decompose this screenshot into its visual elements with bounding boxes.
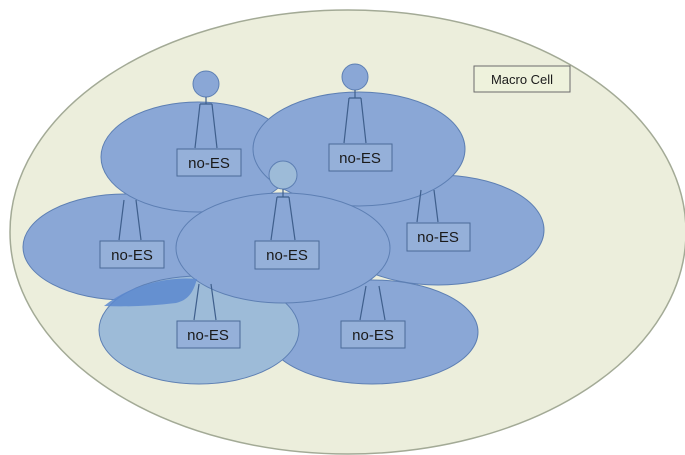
small-cell-label: no-ES (176, 148, 242, 177)
small-cell-label: no-ES (340, 320, 406, 349)
svg-text:no-ES: no-ES (188, 155, 230, 172)
antenna-head-icon (192, 70, 220, 98)
small-cell-label: no-ES (99, 240, 165, 269)
macro-cell-label: Macro Cell (473, 65, 571, 93)
overlap-region (104, 278, 197, 307)
small-cell-label: no-ES (328, 143, 393, 172)
svg-text:no-ES: no-ES (417, 229, 459, 246)
small-cell-label: no-ES (406, 222, 471, 252)
antenna-group (118, 63, 439, 321)
svg-text:no-ES: no-ES (111, 247, 153, 264)
antenna-head-icon (268, 160, 298, 190)
svg-text:no-ES: no-ES (352, 327, 394, 344)
svg-text:no-ES: no-ES (187, 327, 229, 344)
svg-text:no-ES: no-ES (339, 150, 381, 167)
svg-text:Macro Cell: Macro Cell (491, 72, 553, 87)
antenna-head-icon (341, 63, 369, 91)
small-cell-label: no-ES (176, 320, 241, 349)
svg-text:no-ES: no-ES (266, 247, 308, 264)
small-cell-label: no-ES (254, 240, 320, 270)
